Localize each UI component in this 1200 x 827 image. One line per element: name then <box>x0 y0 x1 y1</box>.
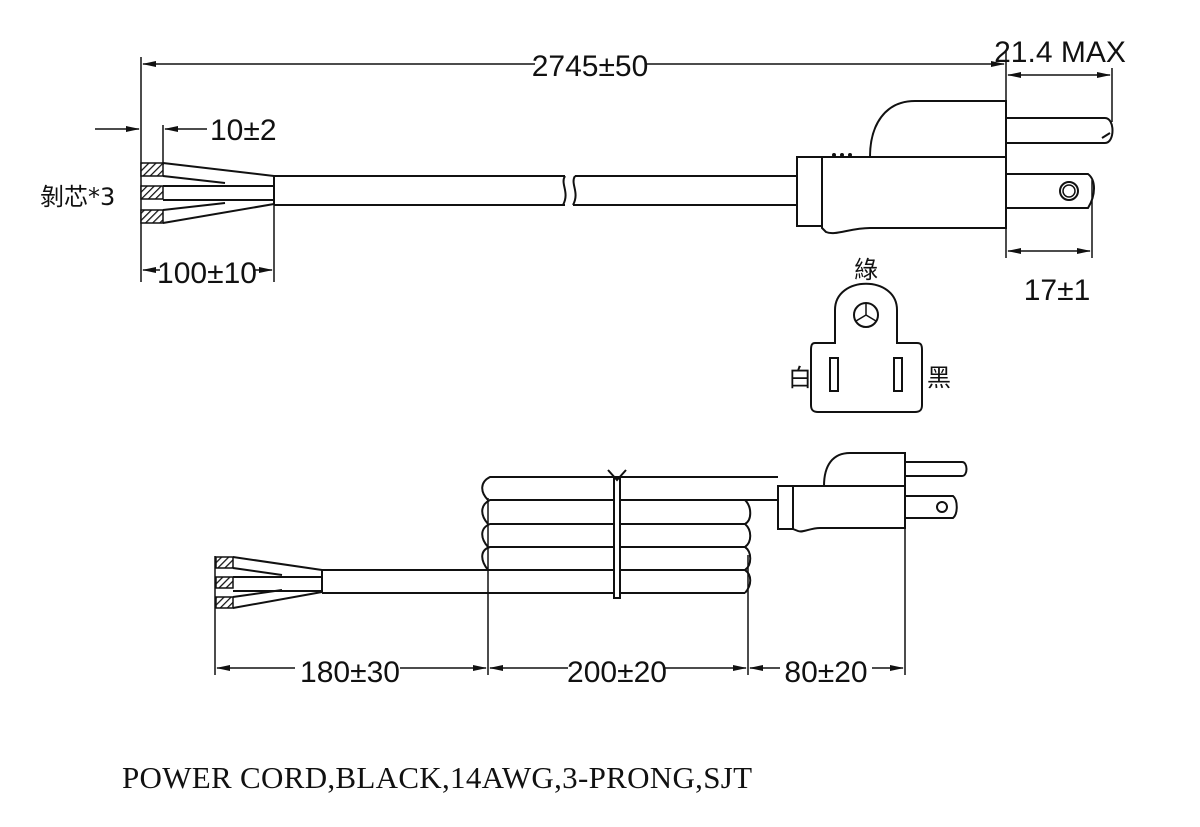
stripped-core-note: 剝芯*3 <box>40 183 115 211</box>
coil-view: 180±30 200±20 80±20 <box>214 452 968 689</box>
conductor-end-1 <box>140 162 164 177</box>
blade-hole <box>1059 181 1079 201</box>
dim-blade-length: 17±1 <box>1024 274 1091 307</box>
dim-blade-max: 21.4 MAX <box>994 36 1126 69</box>
hot-color-label: 黑 <box>927 364 951 392</box>
cable-tie-head <box>607 469 627 482</box>
plug-grip <box>823 452 906 487</box>
cable-tie <box>613 477 621 599</box>
flat-blade <box>1006 173 1095 209</box>
cable-tail <box>322 569 745 594</box>
ground-color-label: 綠 <box>854 256 878 284</box>
wire-2 <box>163 185 275 201</box>
dim-jacket-strip: 100±10 <box>157 257 257 290</box>
conductor-end-3 <box>140 209 164 224</box>
grip-dot <box>848 153 852 157</box>
conductor-end-2 <box>215 576 234 589</box>
wire-3 <box>162 202 275 224</box>
plug-face-view: 綠 白 黑 <box>788 256 951 413</box>
cable-jacket-left <box>274 175 565 206</box>
strain-relief <box>796 156 823 227</box>
plug-body <box>792 485 906 533</box>
strain-relief <box>777 485 794 530</box>
conductor-end-1 <box>215 556 234 569</box>
grip-dot <box>832 153 836 157</box>
grip-dot <box>840 153 844 157</box>
ground-pin-tip <box>1101 132 1111 139</box>
neutral-slot <box>829 357 839 392</box>
cable-to-plug <box>481 476 778 501</box>
dim-coil-length: 200±20 <box>567 656 667 689</box>
plug-face-outline <box>810 282 923 413</box>
top-view: 2745±50 21.4 MAX 10±2 剝芯*3 100±10 <box>40 36 1126 307</box>
drawing-title: POWER CORD,BLACK,14AWG,3-PRONG,SJT <box>122 760 753 795</box>
dim-plug-lead: 80±20 <box>784 656 867 689</box>
flat-blade <box>905 495 958 519</box>
plug-grip <box>869 100 1007 158</box>
blade-hole <box>936 501 948 513</box>
break-mark-left <box>562 175 567 206</box>
conductor-end-3 <box>215 596 234 609</box>
dim-tail-length: 180±30 <box>300 656 400 689</box>
plug-body <box>821 156 1007 235</box>
wire-1 <box>162 162 275 184</box>
dim-strip-length: 10±2 <box>210 114 277 147</box>
hot-slot <box>893 357 903 392</box>
dim-overall-length: 2745±50 <box>532 50 649 83</box>
neutral-color-label: 白 <box>788 364 812 392</box>
break-mark-right <box>572 175 577 206</box>
ground-pin <box>905 461 968 477</box>
conductor-end-2 <box>140 185 164 200</box>
ground-pin <box>1006 117 1114 144</box>
cable-jacket-right <box>573 175 797 206</box>
